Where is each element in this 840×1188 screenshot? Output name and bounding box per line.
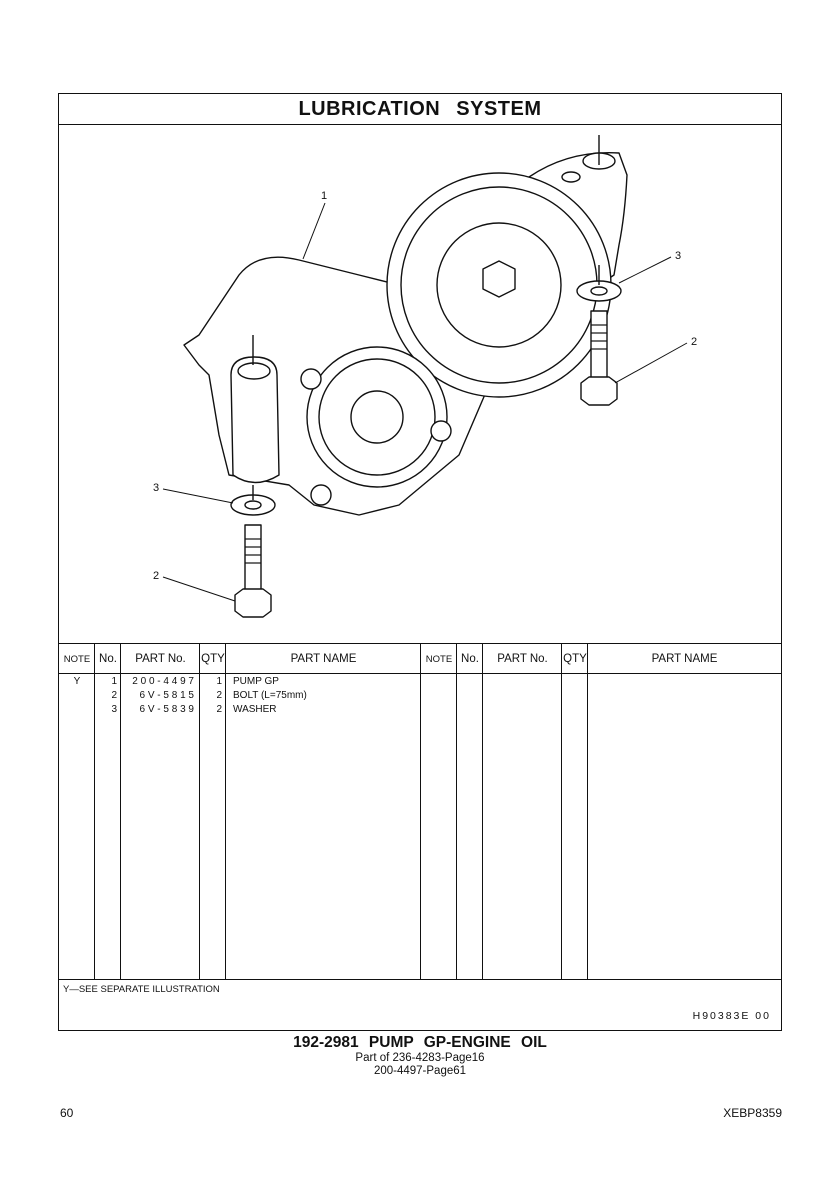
group-title: 192-2981 PUMP GP-ENGINE OIL	[293, 1034, 547, 1051]
callout-2-left: 2	[153, 570, 159, 582]
row-1-part-no: 2 0 0 - 4 4 9 7	[132, 676, 194, 687]
row-2-name: BOLT (L=75mm)	[233, 690, 307, 701]
bolt-right-shank	[590, 310, 608, 384]
document-id: XEBP8359	[723, 1106, 782, 1120]
header-note: NOTE	[63, 653, 91, 665]
row-3-name: WASHER	[233, 704, 277, 715]
left-bolt-hole	[237, 362, 271, 380]
header-part-no-right: PART No.	[497, 653, 548, 665]
header-no: No.	[99, 653, 117, 665]
row-3-note	[59, 703, 95, 717]
row-1-note: Y	[73, 676, 81, 687]
assembly-reference: 200-4497-Page61	[373, 1065, 467, 1077]
notes-bar: Y—SEE SEPARATE ILLUSTRATION H90383E 00	[59, 979, 781, 1032]
row-2-part-no: 6 V - 5 8 1 5	[139, 690, 194, 701]
illustration-code: H90383E 00	[692, 1010, 771, 1022]
callout-3-right: 3	[675, 250, 681, 262]
header-note-right: NOTE	[425, 653, 453, 665]
row-1-qty: 1	[216, 676, 222, 687]
row-1-name: PUMP GP	[233, 676, 279, 687]
row-1-no: 1	[111, 676, 117, 687]
pump-left-boss	[230, 356, 280, 484]
housing-bolt	[310, 484, 332, 506]
header-part-name: PART NAME	[290, 653, 357, 665]
bolt-left-head	[234, 588, 272, 618]
row-3-qty: 2	[216, 704, 222, 715]
row-2-no: 2	[111, 690, 117, 701]
oil-pump-drawing: 1 2 3 3 2	[153, 135, 697, 618]
housing-bolt	[430, 420, 452, 442]
header-qty: QTY	[201, 653, 225, 665]
footnote: Y—SEE SEPARATE ILLUSTRATION	[63, 984, 220, 995]
header-no-right: No.	[461, 653, 479, 665]
row-2-qty: 2	[216, 690, 222, 701]
header-qty-right: QTY	[563, 653, 587, 665]
gear-center-nut	[482, 260, 516, 298]
header-part-name-right: PART NAME	[651, 653, 718, 665]
section-title: LUBRICATION SYSTEM	[59, 94, 781, 125]
row-3-no: 3	[111, 704, 117, 715]
bolt-left-shank	[244, 524, 262, 596]
callout-1: 1	[321, 190, 327, 202]
header-part-no: PART No.	[135, 653, 186, 665]
callout-2-right: 2	[691, 336, 697, 348]
bolt-right-head	[580, 376, 618, 406]
row-3-part-no: 6 V - 5 8 3 9	[139, 704, 194, 715]
parts-page-frame: LUBRICATION SYSTEM	[58, 93, 782, 1031]
parts-list-table: NOTE No. PART No. QTY PART NAME NOTE No.…	[59, 643, 781, 979]
small-gear	[306, 346, 448, 488]
housing-bolt	[300, 368, 322, 390]
part-of-reference: Part of 236-4283-Page16	[355, 1052, 485, 1064]
page-number: 60	[60, 1106, 74, 1120]
exploded-view-illustration: 1 2 3 3 2	[59, 125, 781, 643]
callout-3-left: 3	[153, 482, 159, 494]
row-2-note	[59, 689, 95, 703]
